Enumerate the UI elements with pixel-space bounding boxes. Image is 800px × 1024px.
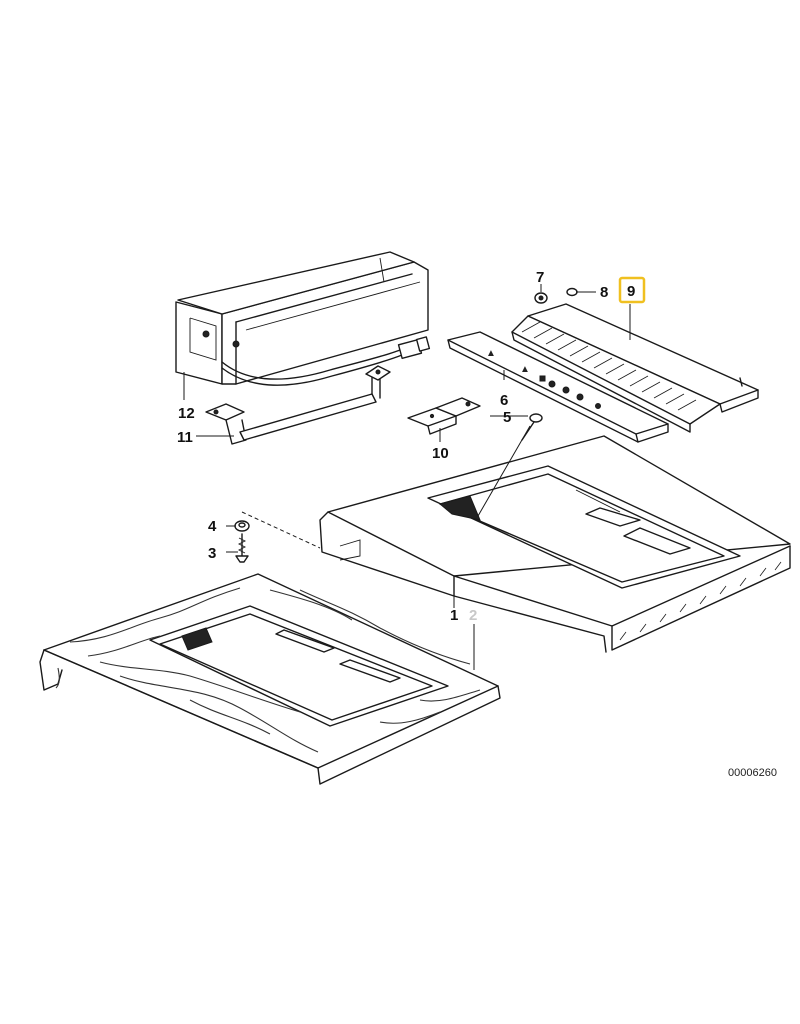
callout-5[interactable]: 5 [503,409,511,426]
callout-labels: 12 11 10 6 5 7 8 9 4 3 1 2 [177,269,646,624]
switch-panel-part: ▲ ▲ [447,331,669,443]
leader-lines [183,284,631,670]
callout-11[interactable]: 11 [177,429,193,446]
callout-7[interactable]: 7 [536,269,544,286]
front-edge-texture [619,561,782,641]
callout-1[interactable]: 1 [450,607,458,624]
screw-3 [235,533,249,563]
callout-2[interactable]: 2 [469,607,477,624]
callout-9-highlight [618,276,646,304]
screw-dashed-path [241,511,321,549]
mounting-bracket-part [205,365,391,445]
screw-5 [521,413,543,441]
svg-text:▲: ▲ [520,364,530,375]
woodgrain-trim-part [39,573,501,785]
callout-8[interactable]: 8 [600,284,608,301]
svg-text:▲: ▲ [486,348,496,359]
washer-7 [534,292,548,304]
callout-12[interactable]: 12 [178,405,195,422]
washer-4 [234,520,250,532]
callout-9[interactable]: 9 [627,283,635,300]
reference-number: 00006260 [728,767,777,779]
storage-tray-part [175,251,431,386]
callout-6[interactable]: 6 [500,392,508,409]
small-bracket-part [407,397,481,435]
center-console-part [319,435,791,653]
callout-3[interactable]: 3 [208,545,216,562]
callout-4[interactable]: 4 [208,518,217,535]
clip-8 [566,287,578,297]
cover-panel-part [511,303,759,433]
callout-10[interactable]: 10 [432,445,449,462]
brush-bristles [521,321,697,411]
